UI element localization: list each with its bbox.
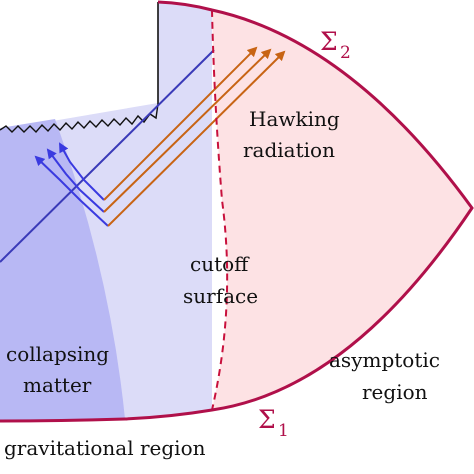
reflected-rays [34,142,109,227]
collapsing-label-line1: collapsing [6,342,109,366]
gravitational-label: gravitational region [4,436,206,460]
sigma1-subscript: 1 [278,421,289,441]
infalling-ray [0,49,215,263]
hawking-label-line2: radiation [243,138,335,162]
hawking-label-line1: Hawking [249,107,340,131]
cutoff-label-line1: cutoff [190,252,250,276]
cutoff-surface-curve [211,9,229,411]
hawking-ray-1 [107,50,286,227]
collapsing-matter-region [0,119,125,421]
asymptotic-label-line2: region [362,380,428,404]
hawking-ray-3 [103,46,258,201]
hawking-rays [103,46,286,227]
sigma1-symbol: Σ [258,405,276,434]
reflected-ray-3 [59,142,105,201]
collapsing-label-line2: matter [23,373,92,397]
sigma2-subscript: 2 [340,43,351,63]
sigma1-label: Σ 1 [258,405,289,441]
outer-boundary [0,0,474,423]
sigma2-symbol: Σ [320,27,338,56]
hawking-ray-2 [103,48,272,213]
singularity-line [0,103,159,134]
asymptotic-region [212,10,472,410]
sigma2-label: Σ 2 [320,27,351,63]
reflected-ray-2 [46,148,105,213]
reflected-ray-1 [34,155,109,227]
cutoff-label-line2: surface [183,284,258,308]
asymptotic-label-line1: asymptotic [329,348,440,372]
